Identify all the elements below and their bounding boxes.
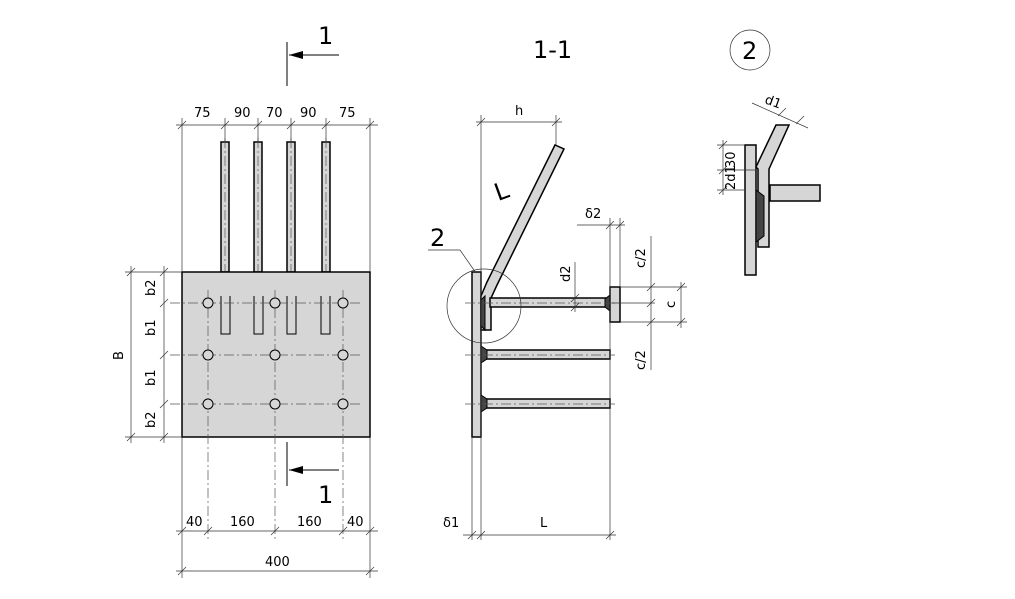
svg-text:1-1: 1-1 — [533, 36, 572, 64]
svg-text:160: 160 — [230, 515, 255, 530]
washer — [609, 286, 621, 323]
detail-circle — [446, 268, 522, 344]
svg-text:d2: d2 — [559, 265, 574, 282]
svg-text:δ2: δ2 — [585, 207, 601, 222]
detail-title-circle — [729, 29, 771, 71]
svg-text:90: 90 — [300, 106, 317, 121]
plan-view: 1 1 75 90 70 90 75 40 160 160 40 400 b2 … — [112, 22, 378, 578]
top-dimension-chain — [176, 118, 378, 272]
svg-text:1: 1 — [318, 22, 333, 50]
section-view: 1-1 2 h L δ2 d2 c/2 c c/2 δ1 L — [428, 36, 687, 540]
svg-text:1: 1 — [318, 481, 333, 509]
bottom-dimension-chain — [176, 437, 378, 578]
svg-text:h: h — [515, 104, 523, 119]
anchor-bars — [220, 138, 331, 273]
svg-text:c: c — [664, 301, 679, 308]
axes — [170, 290, 360, 540]
svg-text:b1: b1 — [144, 319, 159, 336]
bent-bar — [480, 144, 566, 331]
left-dimension-chain — [125, 266, 182, 443]
svg-text:2: 2 — [742, 37, 757, 65]
svg-text:B: B — [112, 351, 127, 360]
svg-text:160: 160 — [297, 515, 322, 530]
holes — [202, 297, 349, 410]
svg-text:L: L — [540, 516, 548, 531]
svg-text:75: 75 — [194, 106, 211, 121]
section-mark-bottom: 1 — [286, 442, 339, 509]
detail-view: 2 30 2d1 d1 — [717, 29, 821, 276]
svg-text:90: 90 — [234, 106, 251, 121]
svg-text:b1: b1 — [144, 369, 159, 386]
svg-text:75: 75 — [339, 106, 356, 121]
svg-text:L: L — [490, 176, 513, 207]
svg-text:δ1: δ1 — [443, 516, 459, 531]
section-plate — [471, 271, 482, 438]
section-mark-top: 1 — [286, 22, 339, 86]
slots — [220, 296, 331, 335]
svg-text:c/2: c/2 — [634, 350, 649, 370]
svg-text:70: 70 — [266, 106, 283, 121]
svg-text:c/2: c/2 — [634, 248, 649, 268]
svg-text:2: 2 — [430, 224, 445, 252]
svg-text:400: 400 — [265, 555, 290, 570]
svg-text:40: 40 — [186, 515, 203, 530]
svg-text:b2: b2 — [144, 411, 159, 428]
svg-text:30: 30 — [724, 151, 739, 168]
svg-text:b2: b2 — [144, 279, 159, 296]
svg-text:d1: d1 — [763, 93, 784, 113]
svg-text:2d1: 2d1 — [724, 165, 739, 190]
svg-text:40: 40 — [347, 515, 364, 530]
